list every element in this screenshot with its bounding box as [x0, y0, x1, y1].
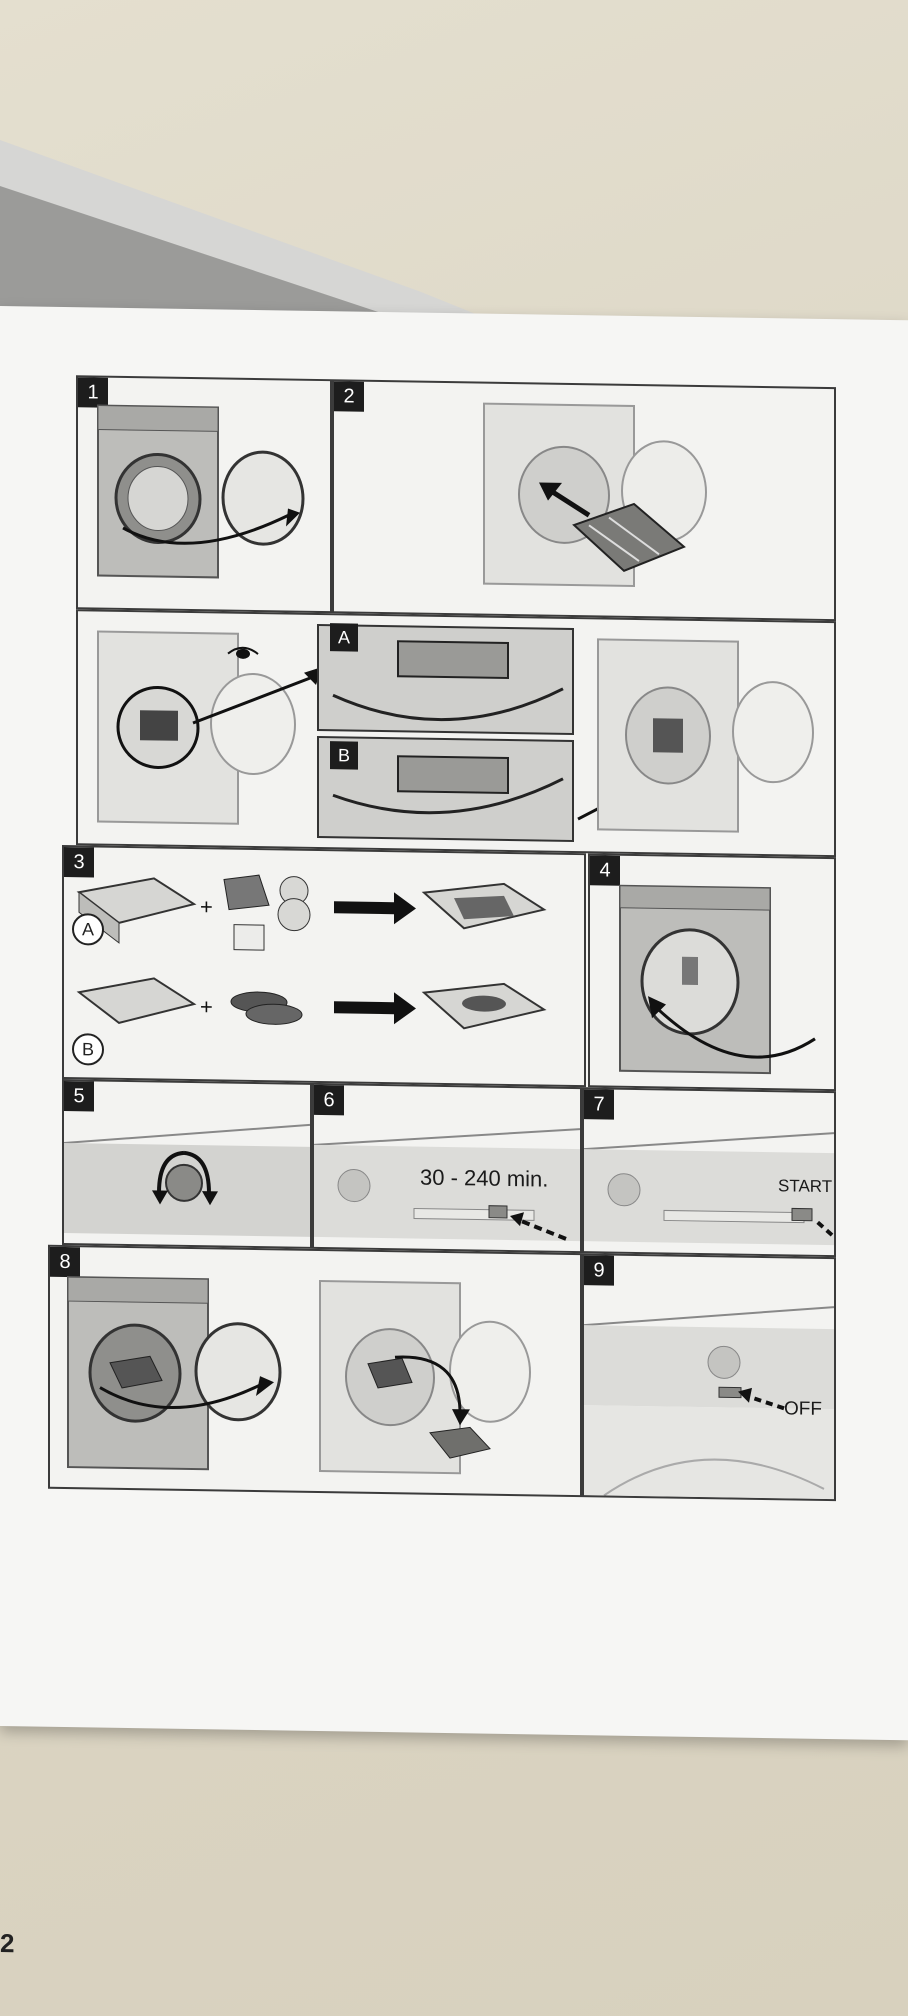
unload-illustration — [67, 1276, 531, 1475]
page-number: 2 — [0, 1928, 15, 1959]
manual-page: 1 2 — [0, 306, 908, 1958]
close-door-illustration — [619, 884, 816, 1075]
insert-basket-illustration — [483, 402, 707, 587]
view-label: B — [330, 741, 358, 770]
program-dial-illustration — [64, 1123, 310, 1237]
svg-text:+: + — [200, 994, 213, 1019]
time-button-illustration — [314, 1128, 580, 1242]
step-4-panel: 4 — [588, 853, 836, 1092]
svg-text:+: + — [200, 894, 213, 919]
step-1-panel: 1 — [76, 375, 332, 614]
step-7-panel: 7 START — [582, 1087, 836, 1258]
step-9-panel: 9 OFF — [582, 1253, 836, 1502]
start-button-illustration — [584, 1132, 834, 1246]
step-2-panel: 2 — [332, 379, 836, 622]
start-label: START — [778, 1176, 833, 1197]
basket-placement-illustration — [97, 623, 814, 843]
time-range-label: 30 - 240 min. — [420, 1164, 549, 1192]
load-basket-illustration: + + — [76, 874, 547, 1030]
step-6-panel: 6 30 - 240 min. — [312, 1082, 582, 1254]
off-button-illustration — [584, 1306, 834, 1500]
basket-placement-panel: A B — [76, 609, 836, 858]
step-5-panel: 5 — [62, 1078, 312, 1249]
option-label: B — [72, 1033, 104, 1066]
step-3-panel: 3 + + A B — [62, 844, 586, 1088]
step-8-panel: 8 — [48, 1244, 582, 1498]
dryer-door-open-illustration — [97, 404, 305, 579]
option-label: A — [72, 913, 104, 946]
view-label: A — [330, 623, 358, 652]
off-label: OFF — [784, 1398, 822, 1420]
